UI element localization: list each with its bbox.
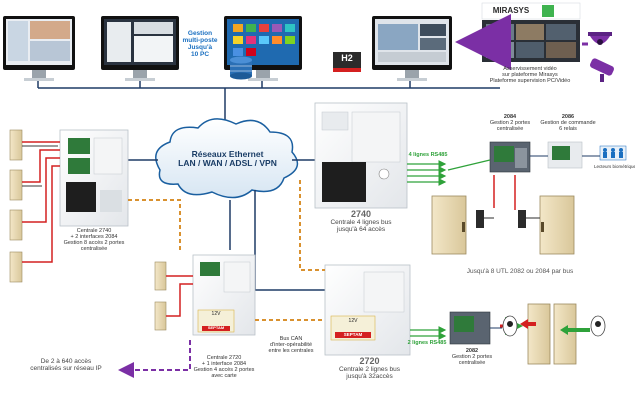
septam-label: SEPTAM — [343, 332, 363, 337]
mirasys-logo-text: MIRASYS — [492, 6, 530, 15]
mirasys-caption-line2: sur plateforme Mirasys — [502, 72, 558, 78]
left-top-line2: + 2 interfaces 2084 — [70, 234, 118, 240]
monitor-1-line1: Accueil/Visiteurs — [18, 2, 60, 8]
bus-2720-label: 2 lignes RS485 — [407, 340, 447, 346]
multiposte-line1: Gestion — [187, 30, 213, 37]
left-bottom-line3: Gestion 4 accès 2 portes — [193, 367, 255, 373]
centrale-2720-line2: jusqu'à 32accès — [346, 373, 393, 380]
bus-lines-2720 — [410, 326, 447, 340]
left-bottom-line4: avec carte — [211, 373, 237, 379]
module-2086 — [547, 141, 583, 169]
door-pair-right-top — [431, 175, 575, 255]
h2-logo-text: H2 — [341, 53, 353, 63]
cloud-label: Réseaux Ethernet LAN / WAN / ADSL / VPN — [165, 150, 290, 168]
door-group-left-top — [9, 129, 60, 283]
bullet-camera-icon — [589, 58, 615, 82]
centrale-left-bottom-label: Centrale 2720 + 1 interface 2084 Gestion… — [180, 355, 268, 379]
left-note-line2: centralisés sur réseau IP — [30, 365, 102, 372]
dome-camera-icon — [588, 32, 612, 45]
module-2086-label: 2086 Gestion de commande 6 relais — [538, 114, 598, 132]
module-2082-label: 2082 Gestion 2 portes centralisée — [446, 348, 498, 366]
multiposte-line4: 10 PC — [190, 51, 210, 58]
left-top-line3: Gestion 8 accès 2 portes — [63, 240, 125, 246]
can-bus-dashed — [128, 180, 325, 321]
module-2084-label: 2084 Gestion 2 portes centralisée — [478, 114, 542, 132]
door-group-left-bottom — [154, 261, 193, 331]
monitor-security-pc — [101, 16, 179, 81]
monitor-3-title: Serveur web (http) — [224, 4, 302, 10]
centrale-2720-box — [324, 264, 411, 356]
network-bus-top — [37, 80, 500, 128]
monitor-reception — [3, 16, 75, 81]
monitor-4-line1: Supervision et monitoring — [382, 2, 446, 8]
h2-logo — [333, 52, 361, 72]
bus-2740-label: 4 lignes RS485 — [408, 152, 448, 158]
module-2082 — [449, 311, 491, 345]
left-top-line4: centralisée — [80, 246, 108, 252]
power-label-1: 12V — [211, 311, 221, 317]
centrale-left-top-box — [59, 129, 129, 227]
mirasys-caption: Asservissement vidéo sur plateforme Mira… — [470, 66, 590, 84]
module-2082-line1: Gestion 2 portes — [451, 354, 493, 360]
left-top-line1: Centrale 2740 — [76, 228, 112, 234]
cloud-line2: LAN / WAN / ADSL / VPN — [178, 158, 277, 168]
monitor-4-line2: multi-sites (alarmes, vidéo...) — [378, 8, 450, 14]
multiposte-label: Gestion multi-poste Jusqu'à 10 PC — [180, 30, 220, 58]
mirasys-caption-line3: Plateforme supervision PC/Vidéo — [489, 78, 571, 84]
cloud-line1: Réseaux Ethernet — [191, 149, 264, 159]
multiposte-line2: multi-poste — [182, 37, 218, 44]
module-2086-line1: Gestion de commande — [540, 120, 596, 126]
module-2084-line1: Gestion 2 portes — [489, 120, 531, 126]
centrale-2720-title: 2720 — [359, 356, 380, 366]
left-note-line1: De 2 à 640 accès — [40, 358, 92, 365]
module-2082-line2: centralisée — [458, 360, 486, 366]
left-bottom-line2: + 1 interface 2084 — [201, 361, 247, 367]
ethernet-cloud — [155, 118, 299, 199]
left-bottom-line1: Centrale 2720 — [206, 355, 242, 361]
module-2084-line2: centralisée — [496, 126, 524, 132]
bus-can-line3: entre les centrales — [268, 348, 314, 354]
monitor-1-line2: 4 tâches — [28, 8, 50, 14]
centrale-2720-label: 2720 Centrale 2 lignes bus jusqu'à 32acc… — [322, 356, 417, 381]
centrale-2720-line1: Centrale 2 lignes bus — [338, 366, 401, 373]
septam-label-2: SEPTAM — [207, 325, 225, 330]
monitor-web-server — [224, 16, 302, 81]
module-2082-title: 2082 — [465, 348, 479, 354]
sensor-label: Lecteurs biométriques — [594, 164, 635, 169]
database-icon — [230, 56, 252, 80]
jusqua-note: Jusqu'à 8 UTL 2082 ou 2084 par bus — [466, 268, 574, 275]
module-2084-title: 2084 — [503, 114, 517, 120]
bus-lines-2740 — [407, 160, 447, 186]
centrale-left-top-label: Centrale 2740 + 2 interfaces 2084 Gestio… — [48, 228, 140, 252]
module-2086-title: 2086 — [561, 114, 575, 120]
bus-can-line2: d'inter-opérabilité — [269, 342, 313, 348]
monitor-2-line1: PC de Sécurité — [121, 2, 159, 8]
monitor-supervision — [372, 16, 452, 81]
ip-dashed-link — [118, 340, 191, 378]
bus-can-line1: Bus CAN — [279, 336, 303, 342]
multiposte-line3: Jusqu'à — [187, 44, 213, 51]
people-icon — [599, 145, 627, 161]
power-label-2: 12V — [348, 318, 358, 324]
centrale-2740-line2: jusqu'à 64 accès — [336, 226, 386, 233]
monitor-2-line2: Gestion de cartes — [118, 8, 162, 14]
module-2084 — [489, 141, 531, 173]
centrale-2740-title: 2740 — [350, 209, 372, 219]
mirasys-caption-line1: Asservissement vidéo — [503, 66, 557, 72]
reader-icon — [502, 315, 606, 337]
centrale-2740-box — [314, 102, 408, 209]
centrale-2740-line1: Centrale 4 lignes bus — [330, 219, 392, 226]
module-2086-line2: 6 relais — [559, 126, 577, 132]
centrale-2740-label: 2740 Centrale 4 lignes bus jusqu'à 64 ac… — [315, 209, 407, 234]
centrale-left-bottom-box — [192, 254, 256, 336]
bus-can-label: Bus CAN d'inter-opérabilité entre les ce… — [262, 336, 320, 354]
door-pair-right-bottom — [500, 303, 590, 365]
monitor-3-line1: Serveur web (http) — [240, 4, 286, 10]
left-note: De 2 à 640 accès centralisés sur réseau … — [16, 358, 116, 372]
